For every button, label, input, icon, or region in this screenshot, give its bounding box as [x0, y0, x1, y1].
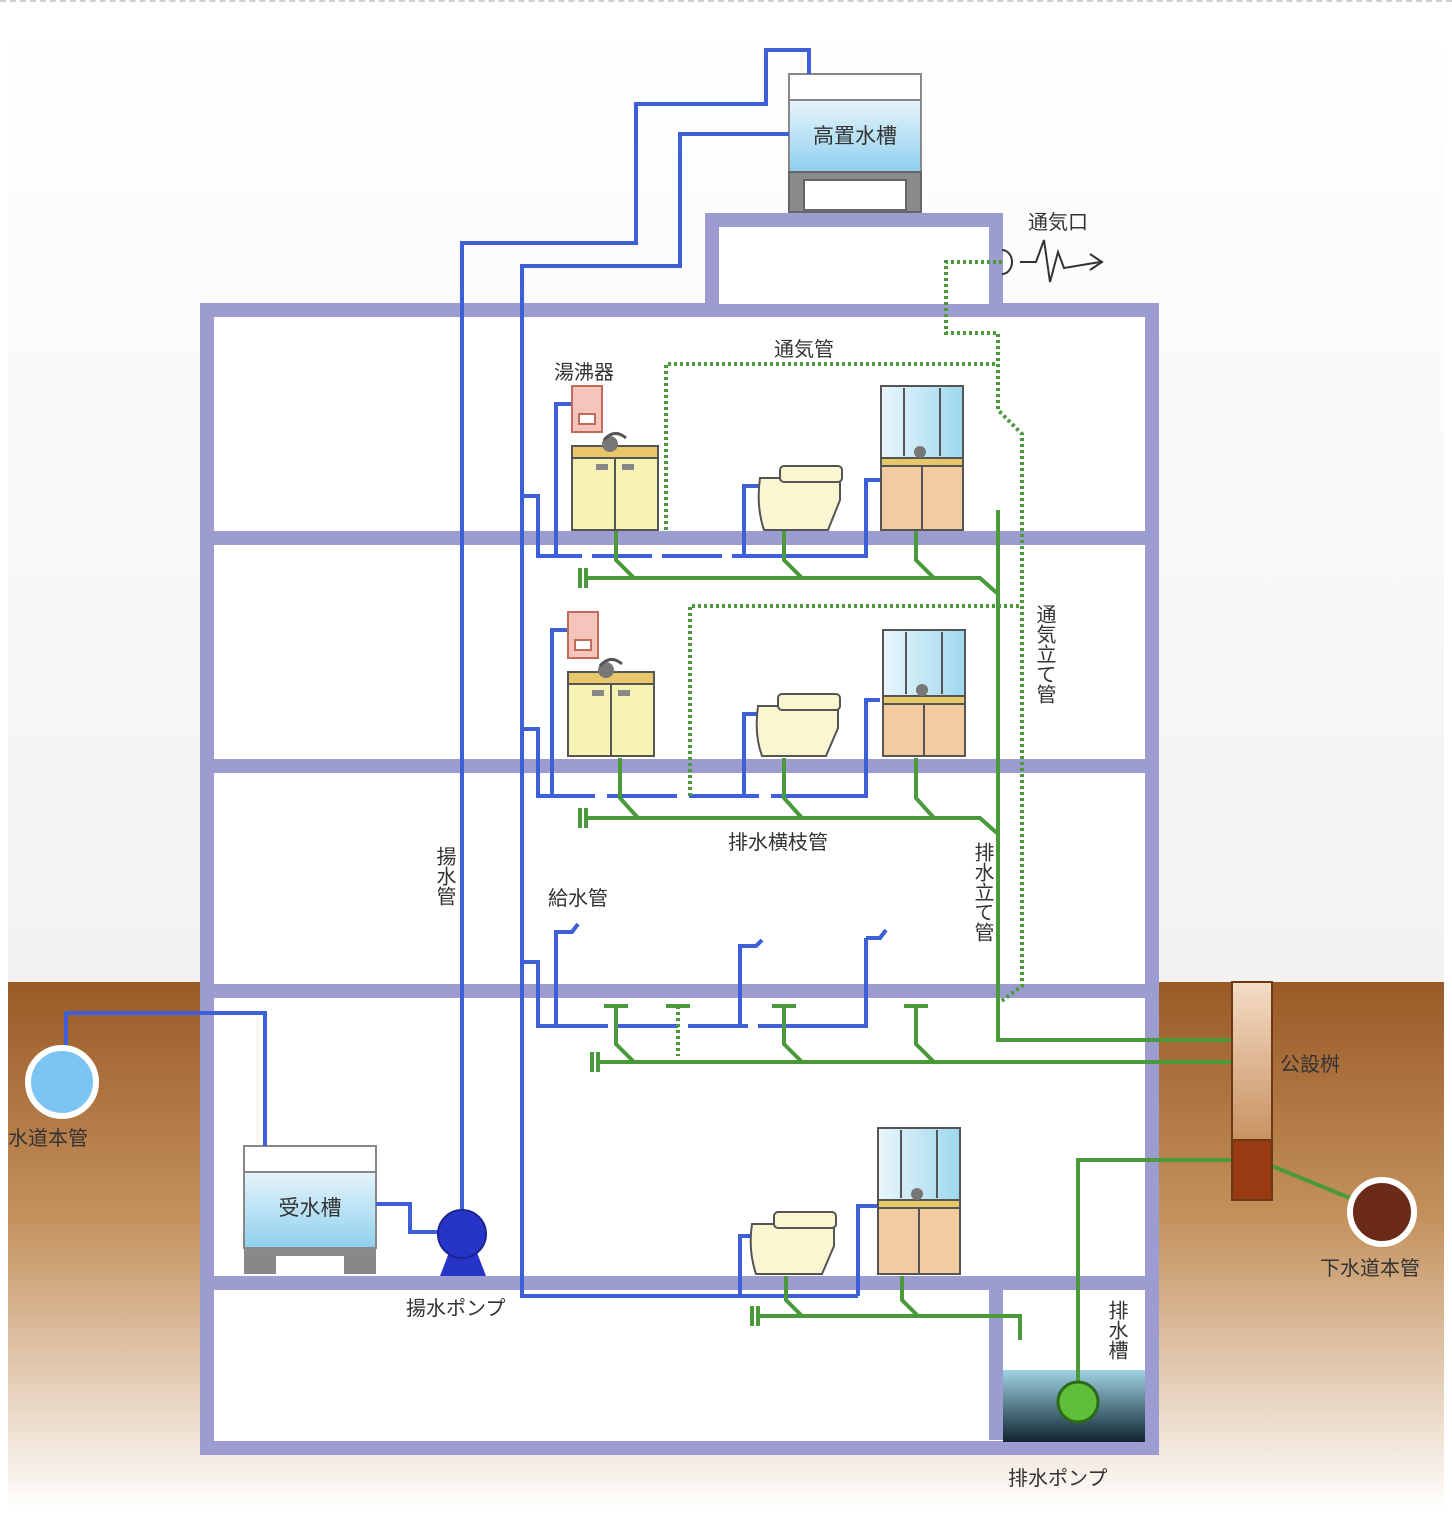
washbasin-b1 — [877, 1127, 961, 1275]
vent-pipes — [664, 260, 1024, 1056]
drain-tank-label: 排水槽 — [1105, 1300, 1129, 1360]
washbasin-5f — [880, 385, 964, 531]
lift-pipe-label: 揚水管 — [433, 846, 457, 906]
sewer-main-circle — [1347, 1177, 1417, 1247]
vent-opening-symbol — [1001, 239, 1104, 283]
elevated-tank-label: 高置水槽 — [813, 124, 897, 148]
public-inlet-label: 公設桝 — [1280, 1052, 1340, 1076]
washbasin-4f — [882, 629, 966, 757]
water-main-circle — [25, 1045, 99, 1119]
elevated-water-tank — [788, 73, 922, 213]
drain-pump — [1056, 1380, 1100, 1424]
kitchen-sink-5f — [571, 432, 659, 531]
receiving-water-tank — [243, 1145, 377, 1274]
water-main-label: 水道本管 — [8, 1126, 88, 1150]
building-structure — [200, 213, 1159, 1455]
vent-pipe-label: 通気管 — [774, 337, 834, 361]
drain-pipes — [578, 510, 1351, 1398]
water-heater-4f — [567, 611, 599, 659]
vent-opening-label: 通気口 — [1028, 210, 1088, 234]
lift-pump-label: 揚水ポンプ — [406, 1296, 506, 1320]
toilet-5f — [757, 465, 843, 531]
kitchen-sink-4f — [567, 658, 655, 757]
drain-branch-label: 排水横枝管 — [728, 830, 828, 854]
receiving-tank-label: 受水槽 — [278, 1196, 342, 1220]
lift-pump — [437, 1209, 487, 1276]
supply-pipes — [64, 48, 888, 1298]
water-heater-5f — [571, 385, 603, 433]
drain-pump-label: 排水ポンプ — [1008, 1466, 1108, 1490]
water-heater-label: 湯沸器 — [554, 360, 614, 384]
drain-stack-label: 排水立て管 — [971, 842, 995, 942]
vent-stack-label: 通気立て管 — [1033, 604, 1057, 704]
toilet-4f — [755, 693, 841, 757]
sewer-main-label: 下水道本管 — [1320, 1256, 1420, 1280]
dashed-top-border — [0, 0, 1452, 2]
public-inlet — [1231, 981, 1273, 1201]
supply-pipe-label: 給水管 — [548, 886, 608, 910]
toilet-b1 — [749, 1211, 837, 1275]
